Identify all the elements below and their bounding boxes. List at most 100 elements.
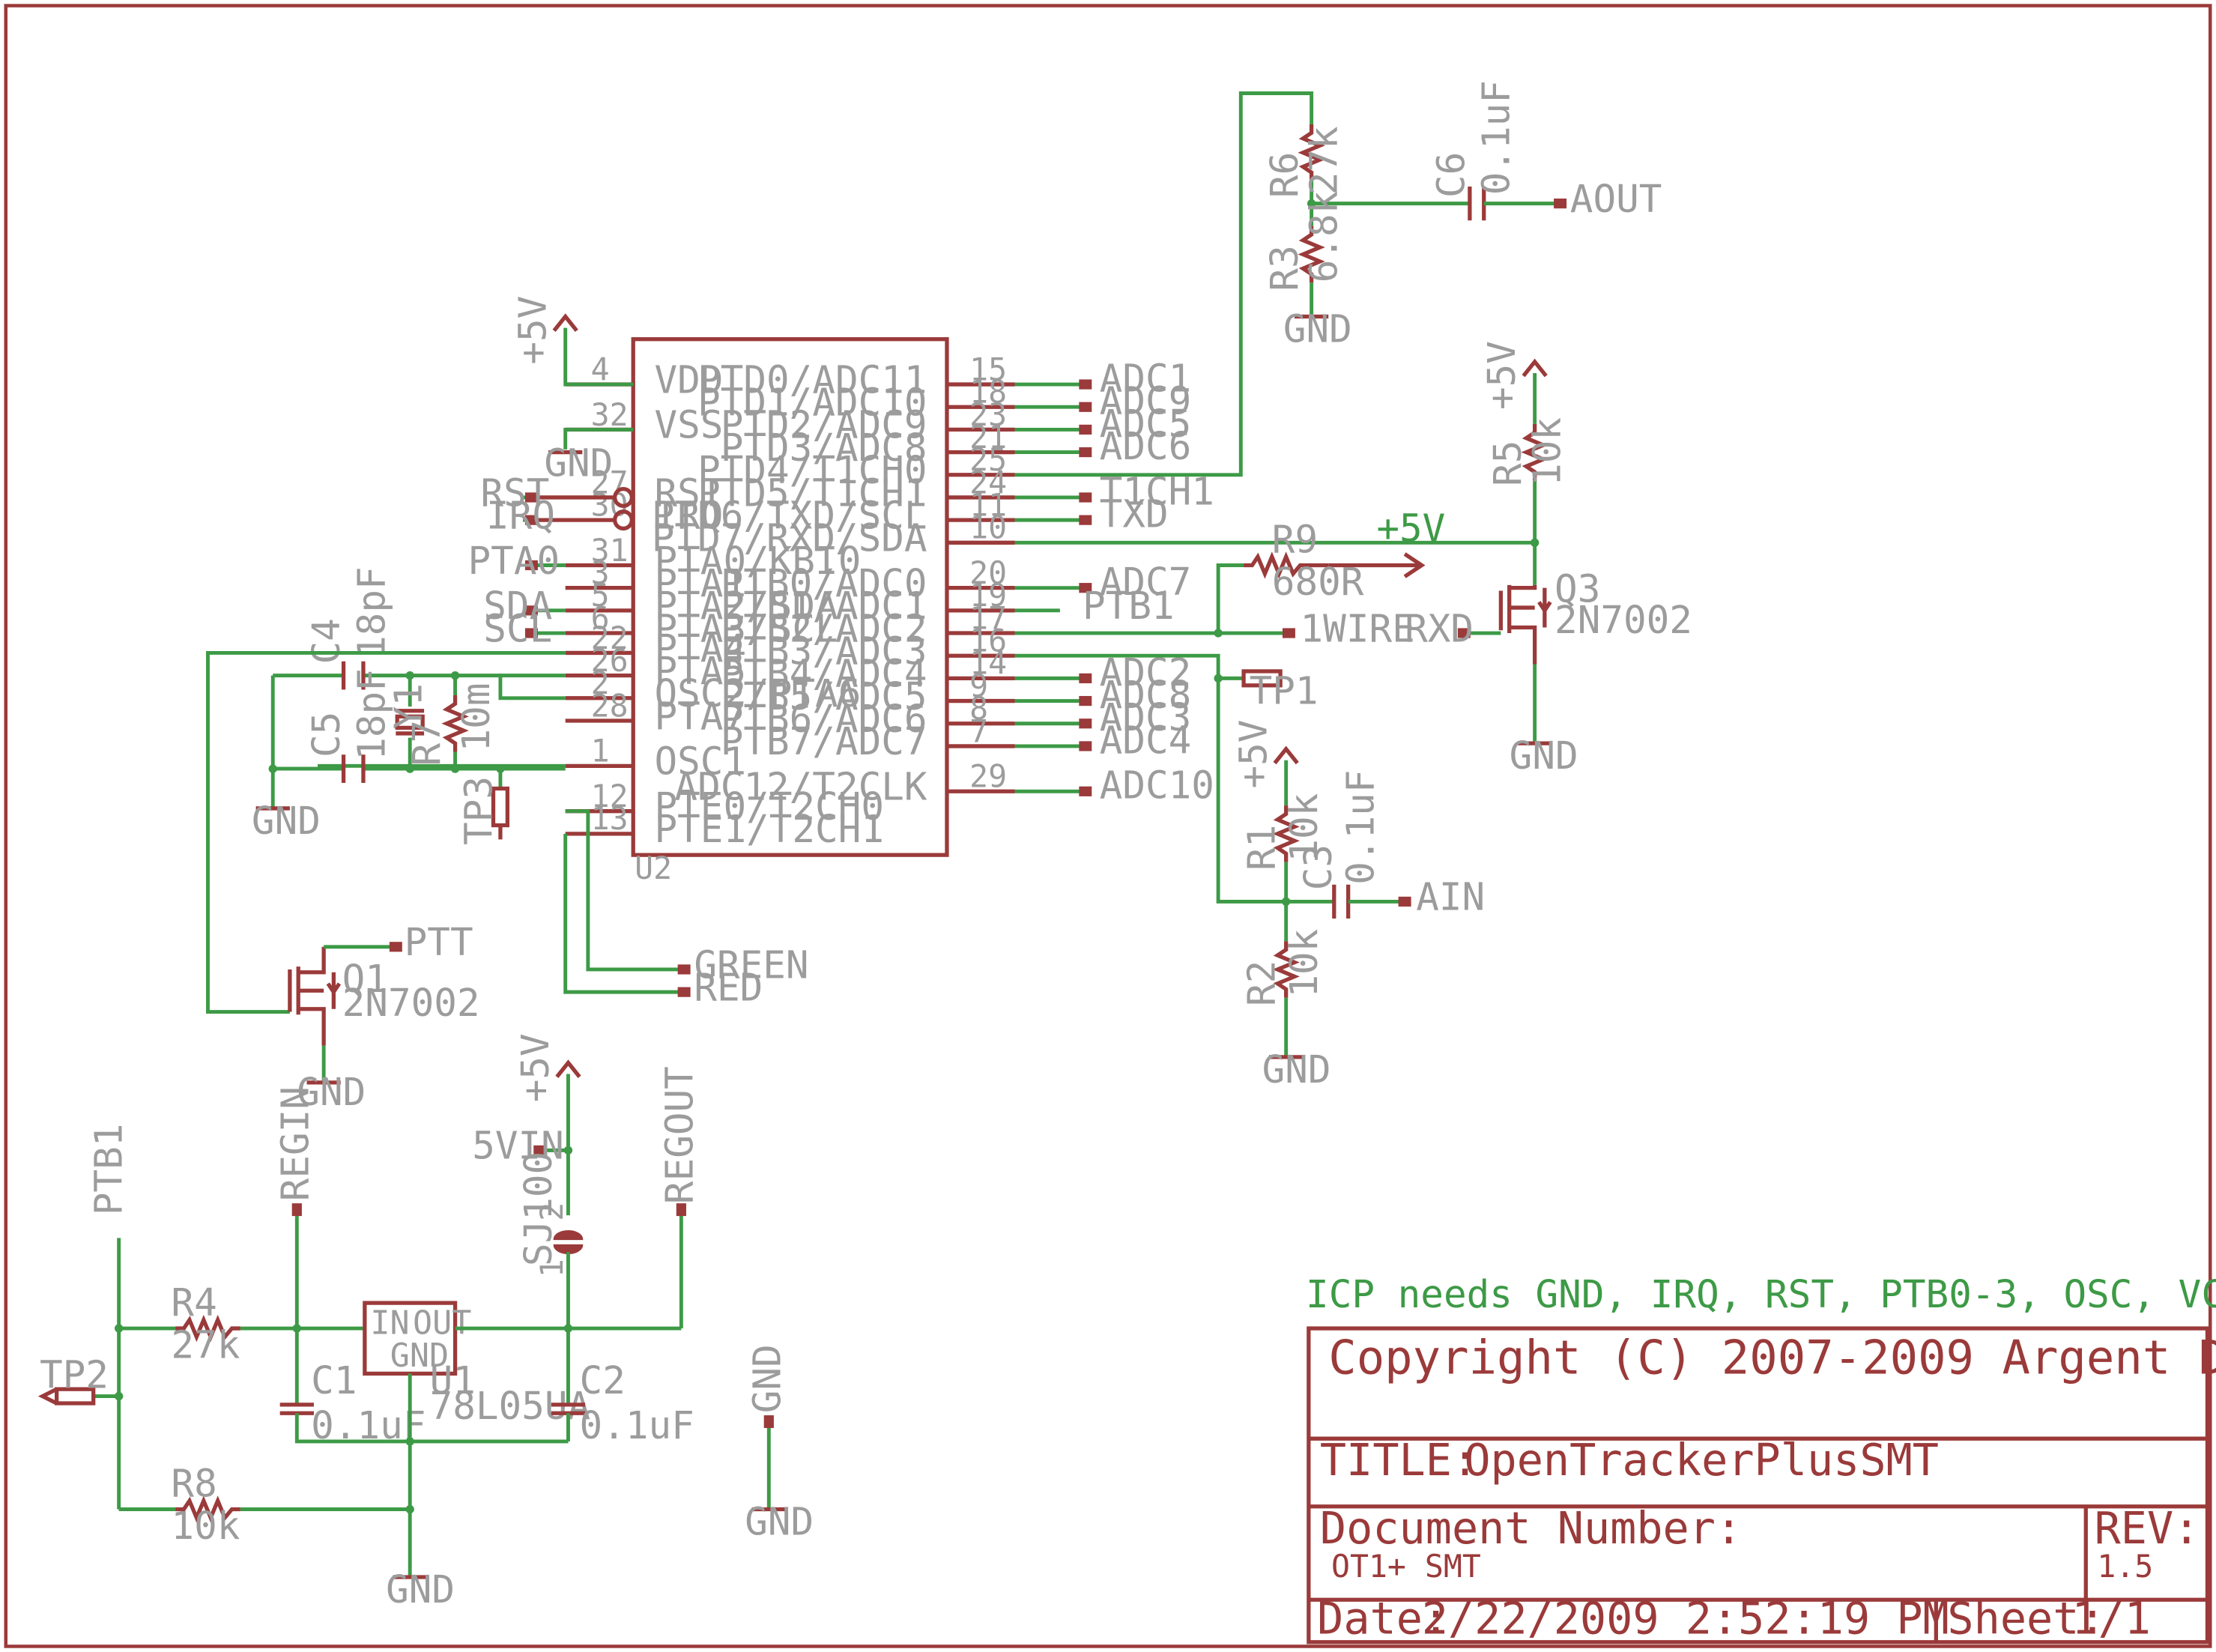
- u2-pin-name: PTA3/SCL: [655, 607, 838, 651]
- u2-pin-name: RST: [655, 471, 724, 515]
- u2-pin-number: 21: [969, 419, 1007, 456]
- q1-val: 2N7002: [342, 981, 480, 1026]
- q3-ref: Q3: [1554, 568, 1600, 612]
- net-flag: [1079, 786, 1092, 796]
- r5-val: 10k: [1526, 417, 1570, 486]
- u2-pin-name: PTD2/ADC9: [721, 404, 927, 448]
- c2-ref: C2: [580, 1359, 626, 1403]
- net-label: T1CH1: [1100, 470, 1214, 514]
- u2-pin-number: 22: [591, 620, 629, 656]
- r6-val: 27k: [1303, 126, 1347, 195]
- power-vdd-vss: +5V GND: [511, 296, 634, 486]
- net-label: ADC7: [1100, 560, 1192, 605]
- u2-pin-number: 14: [969, 645, 1007, 682]
- title-block: Copyright (C) 2007-2009 Argent Data Syst…: [1307, 1326, 2216, 1644]
- u2-pin-name: PTD4/T1CH0: [697, 449, 927, 493]
- u2-pin-name: PTD6/TXD/SCL: [652, 494, 927, 538]
- c4-ref: C4: [305, 618, 349, 664]
- scl-label: SCL: [483, 607, 552, 651]
- u2-pin-number: 18: [969, 374, 1007, 411]
- date-label: Date:: [1317, 1593, 1449, 1644]
- net-flag: [1079, 583, 1092, 593]
- c1-ref: C1: [311, 1359, 357, 1403]
- u2-pin-number: 7: [969, 712, 988, 749]
- u2-pin-number: 9: [969, 668, 988, 704]
- u1-gnd-label: GND: [390, 1337, 449, 1375]
- c2-val: 0.1uF: [580, 1404, 694, 1448]
- regin-label: REGIN: [273, 1086, 318, 1201]
- gnd-q3-label: GND: [1510, 734, 1578, 778]
- u2-refdes: U2: [635, 850, 672, 886]
- sda-label: SDA: [483, 584, 552, 629]
- ain-label: AIN: [1416, 876, 1485, 920]
- net-label: ADC5: [1100, 402, 1192, 447]
- gnd-r3-label: GND: [1283, 307, 1352, 351]
- u2-pin-name: PTE1/T2CH1: [655, 808, 884, 852]
- sj100-ref: SJ100: [517, 1152, 561, 1266]
- u2-pin-name: PTB2/ADC2: [721, 607, 927, 651]
- plus5-label: +5V: [511, 296, 555, 365]
- r1-ref: R1: [1241, 825, 1285, 871]
- u2-pin-number: 5: [591, 577, 610, 614]
- u2-pin-name: VSS: [655, 404, 724, 448]
- rxd-label: RXD: [1405, 607, 1474, 651]
- q3-val: 2N7002: [1554, 599, 1692, 643]
- r7-val: 10m: [455, 683, 499, 752]
- u2-pin-number: 13: [591, 800, 629, 837]
- c3-ref: C3: [1297, 844, 1341, 890]
- y1-ref: Y1: [387, 683, 431, 729]
- net-flag: [1079, 695, 1092, 707]
- u2-pin-number: 31: [591, 532, 629, 569]
- copyright-text: Copyright (C) 2007-2009 Argent Data Syst…: [1328, 1330, 2216, 1385]
- u2-pin-name: OSC1: [655, 740, 747, 784]
- u2-pin-name: PTD3/ADC8: [721, 426, 927, 471]
- r4-val: 27k: [171, 1324, 240, 1368]
- net-flag: [1079, 447, 1092, 458]
- r9-val: 680R: [1272, 560, 1364, 605]
- u2-pin-name: OSC2/PTA6: [655, 672, 862, 716]
- u2-pin-number: 11: [969, 486, 1007, 523]
- u2-pin-number: 26: [591, 642, 629, 679]
- gnd-u1-label: GND: [386, 1568, 455, 1612]
- net-flag: [1079, 673, 1092, 683]
- net-label: ADC4: [1100, 718, 1192, 763]
- u2-pin-name: PTA1: [655, 562, 747, 606]
- u2-pin-number: 20: [969, 554, 1007, 591]
- net-label: ADC8: [1100, 674, 1192, 718]
- u2-pin-number: 24: [969, 464, 1007, 500]
- ptb1-net-label: PTB1: [87, 1124, 131, 1216]
- u2-pin-name: PTB6/ADC6: [721, 698, 927, 742]
- u2-pin-number: 2: [591, 665, 610, 701]
- u2-pin-name: PTB3/ADC3: [721, 630, 927, 674]
- net-label: ADC1: [1100, 357, 1192, 401]
- gnd-label: GND: [544, 442, 613, 486]
- u2-pin-number: 16: [969, 623, 1007, 659]
- r8-val: 10k: [171, 1504, 240, 1549]
- plus5-sj-label: +5V: [514, 1033, 558, 1102]
- rst-label: RST: [481, 471, 550, 515]
- r8-ref: R8: [171, 1462, 217, 1507]
- u2-pin-number: 19: [969, 577, 1007, 614]
- q1-ptt-driver: PTT Q1 2N7002 GND: [206, 650, 566, 1115]
- u2-pin-number: 28: [591, 687, 629, 724]
- u2-pin-name: PTA4: [655, 627, 747, 671]
- title-label: TITLE:: [1320, 1435, 1478, 1486]
- left-nets: RST IRQ PTA0 SDA SCL: [468, 471, 634, 651]
- net-label: ADC3: [1100, 696, 1192, 740]
- u2-pin-name: PTD5/T1CH1: [697, 471, 927, 515]
- irq-label: IRQ: [486, 494, 555, 538]
- c6-ref: C6: [1429, 152, 1474, 198]
- tp1-label: TP1: [1250, 669, 1319, 713]
- net-label: ADC10: [1100, 764, 1214, 808]
- pta0-label: PTA0: [468, 539, 560, 584]
- sj100-pin1: 1: [533, 1259, 570, 1277]
- u2-pin-number: 6: [591, 599, 610, 636]
- u2-pin-name: PTB4/ADC4: [721, 653, 927, 697]
- u2-pin-name: PTB0/ADC0: [721, 562, 927, 606]
- net-flag: [1079, 424, 1092, 435]
- u2-pin-number: 3: [591, 554, 610, 591]
- u2-pin-number: 1: [591, 733, 610, 769]
- u2-pin-name: PTB7/ADC7: [721, 720, 927, 764]
- ain-divider: +5V GND AIN R1 10k C3 0.1uF R2 10k: [1232, 720, 1485, 1092]
- c5-val: 18pF: [350, 668, 394, 760]
